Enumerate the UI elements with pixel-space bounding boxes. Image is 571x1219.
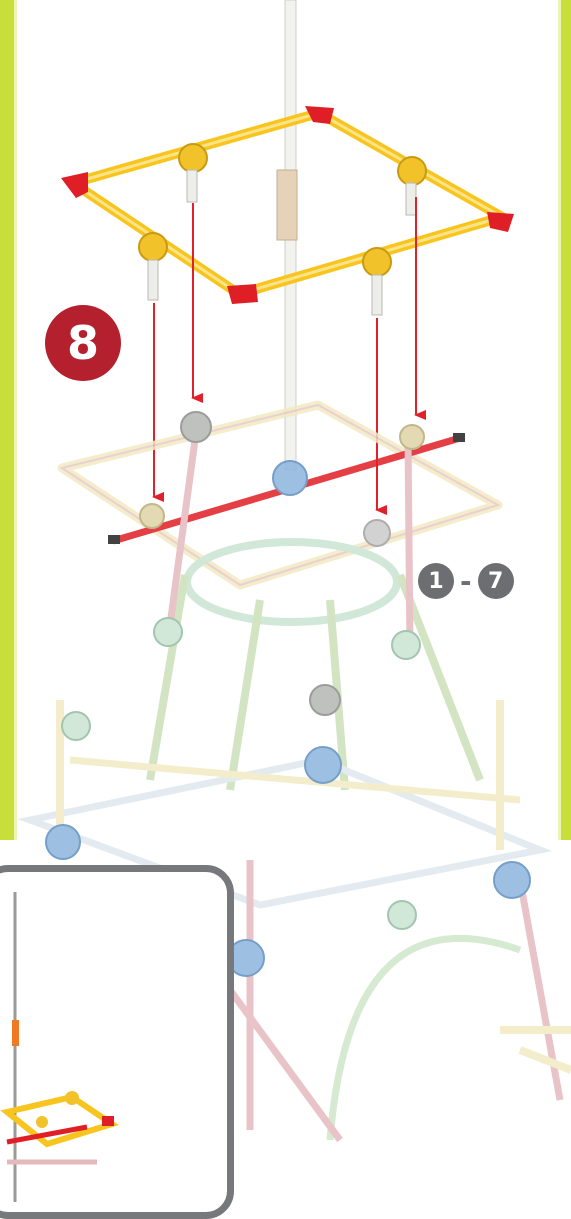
blue-connector-icon bbox=[305, 747, 341, 783]
gray-connector-icon bbox=[364, 520, 390, 546]
previous-steps-range: 1 - 7 bbox=[418, 562, 514, 600]
instruction-page: 8 1 - 7 bbox=[0, 0, 571, 1175]
range-end-badge: 7 bbox=[478, 563, 514, 599]
tan-connector-icon bbox=[140, 504, 164, 528]
red-corner-connector-icon bbox=[102, 1116, 114, 1126]
blue-connector-icon bbox=[273, 461, 307, 495]
yellow-connector-icon bbox=[179, 144, 207, 172]
yellow-connector-icon bbox=[398, 157, 426, 185]
yellow-connector-icon bbox=[363, 248, 391, 276]
gray-connector-icon bbox=[181, 412, 211, 442]
yellow-connector-icon bbox=[139, 233, 167, 261]
green-connector-icon bbox=[154, 618, 182, 646]
blue-connector-icon bbox=[46, 825, 80, 859]
orange-rod-icon bbox=[12, 1020, 19, 1046]
green-connector-icon bbox=[62, 712, 90, 740]
red-corner-connector-icon bbox=[487, 212, 514, 232]
step-number-badge: 8 bbox=[45, 305, 121, 381]
gray-connector-icon bbox=[310, 685, 340, 715]
overview-illustration bbox=[0, 872, 227, 1212]
center-pole bbox=[277, 0, 297, 470]
overview-inset bbox=[0, 865, 234, 1219]
green-connector-icon bbox=[388, 901, 416, 929]
yellow-connector-icon bbox=[36, 1116, 48, 1128]
range-start-badge: 1 bbox=[418, 563, 454, 599]
range-separator: - bbox=[460, 565, 472, 598]
red-corner-connector-icon bbox=[227, 284, 258, 304]
yellow-connector-icon bbox=[65, 1091, 79, 1105]
tan-connector-icon bbox=[400, 425, 424, 449]
blue-connector-icon bbox=[494, 862, 530, 898]
green-connector-icon bbox=[392, 631, 420, 659]
